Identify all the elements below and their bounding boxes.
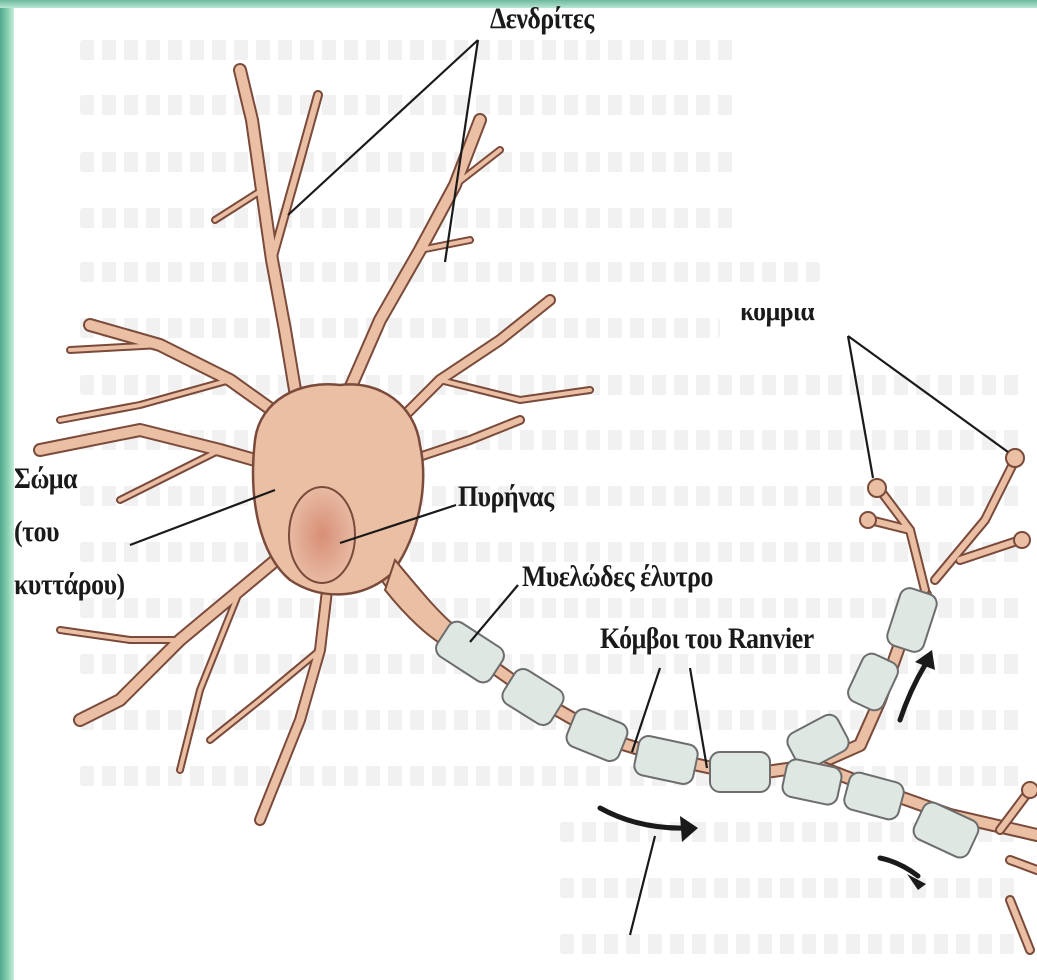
curved-arrow-icon xyxy=(880,858,918,876)
leader-soma xyxy=(130,490,275,545)
myelin-segment xyxy=(885,586,940,655)
label-myelin-sheath: Μυελώδες έλυτρο xyxy=(522,560,713,593)
leader-pointer-bottom xyxy=(630,836,655,935)
myelin-segment xyxy=(710,752,770,792)
myelin-segment xyxy=(842,770,906,821)
terminal-bouton xyxy=(1014,532,1030,548)
terminal-bouton xyxy=(860,512,876,528)
label-terminals-text: κομβία xyxy=(740,308,815,327)
label-terminals-clipped: κομβία xyxy=(740,308,815,342)
leader-terminal-2 xyxy=(848,336,1008,452)
leader-myelin xyxy=(470,585,518,642)
leader-terminal-1 xyxy=(848,336,873,478)
arrow-head-icon xyxy=(680,816,698,842)
terminal-bouton xyxy=(1022,782,1037,798)
label-soma-line2: (του xyxy=(14,515,59,548)
label-dendrites: Δενδρίτες xyxy=(490,2,594,35)
label-soma-line1: Σώμα xyxy=(14,462,77,495)
label-nodes-of-ranvier: Κόμβοι του Ranvier xyxy=(600,622,814,655)
label-nucleus: Πυρήνας xyxy=(458,480,554,513)
terminal-bouton xyxy=(1006,449,1024,467)
nucleus xyxy=(289,487,355,583)
axon-terminals xyxy=(870,460,1037,950)
myelin-segment xyxy=(632,734,699,786)
label-soma-line3: κυττάρου) xyxy=(14,568,125,601)
terminal-bouton xyxy=(868,479,886,497)
curved-arrow-icon xyxy=(900,665,925,720)
curved-arrow-icon xyxy=(600,808,690,828)
